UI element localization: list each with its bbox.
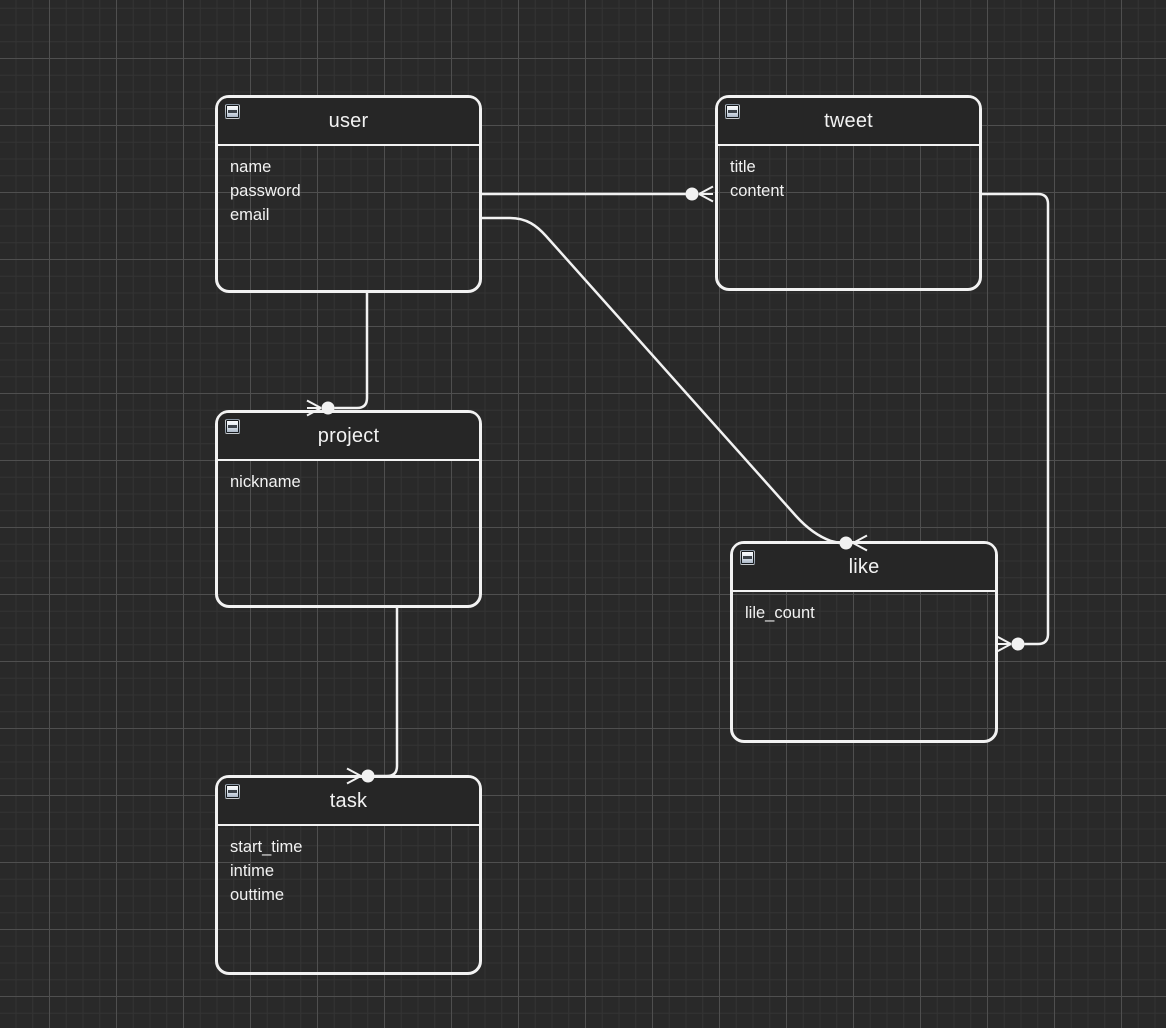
- entity-tweet[interactable]: tweet title content: [715, 95, 982, 291]
- minus-icon: [728, 110, 737, 113]
- entity-body: title content: [718, 146, 979, 203]
- field-outtime[interactable]: outtime: [230, 886, 285, 904]
- field-password[interactable]: password: [230, 182, 301, 200]
- entity-title: user: [328, 109, 369, 132]
- minus-icon: [228, 110, 237, 113]
- entity-title: task: [329, 789, 368, 812]
- entity-body: lile_count: [733, 592, 995, 625]
- entity-like[interactable]: like lile_count: [730, 541, 998, 743]
- entity-title: like: [848, 555, 880, 578]
- entity-body: name password email: [218, 146, 479, 227]
- entity-user[interactable]: user name password email: [215, 95, 482, 293]
- field-title[interactable]: title: [730, 158, 756, 176]
- entity-header: tweet: [718, 98, 979, 146]
- collapse-icon[interactable]: [225, 784, 240, 799]
- minus-icon: [743, 556, 752, 559]
- minus-icon: [228, 790, 237, 793]
- entity-body: nickname: [218, 461, 479, 494]
- entity-title: project: [317, 424, 380, 447]
- collapse-icon[interactable]: [225, 419, 240, 434]
- entity-header: project: [218, 413, 479, 461]
- entity-header: like: [733, 544, 995, 592]
- entity-title: tweet: [824, 109, 873, 132]
- minus-icon: [228, 425, 237, 428]
- field-email[interactable]: email: [230, 206, 270, 224]
- collapse-icon[interactable]: [740, 550, 755, 565]
- field-lile_count[interactable]: lile_count: [745, 604, 815, 622]
- entity-project[interactable]: project nickname: [215, 410, 482, 608]
- entity-header: user: [218, 98, 479, 146]
- field-name[interactable]: name: [230, 158, 272, 176]
- field-intime[interactable]: intime: [230, 862, 275, 880]
- field-content[interactable]: content: [730, 182, 785, 200]
- field-nickname[interactable]: nickname: [230, 473, 301, 491]
- entity-header: task: [218, 778, 479, 826]
- collapse-icon[interactable]: [725, 104, 740, 119]
- field-start_time[interactable]: start_time: [230, 838, 303, 856]
- collapse-icon[interactable]: [225, 104, 240, 119]
